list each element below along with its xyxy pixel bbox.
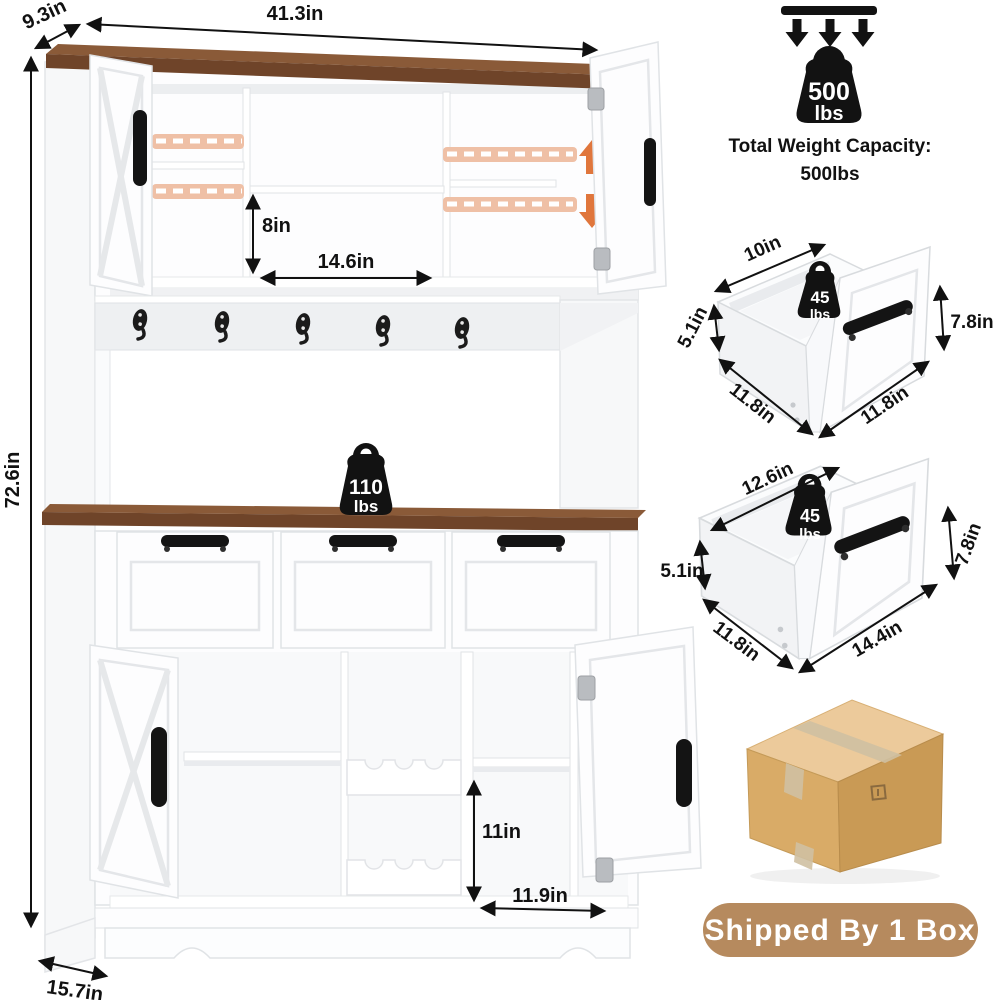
hutch-shelf-middle — [249, 185, 445, 194]
coat-hook-icon — [454, 317, 470, 349]
coat-hooks — [132, 309, 470, 349]
lower-shelf-width-label: 11.9in — [512, 885, 568, 907]
hutch-divider-right — [442, 91, 451, 299]
capacity-amount: 500lbs — [800, 164, 859, 185]
base-board — [94, 907, 639, 929]
coat-hook-icon — [295, 313, 311, 345]
large-drawer-weight-value: 45 — [800, 506, 820, 526]
lower-right-shelf-shadow — [473, 767, 570, 772]
door-handle-icon — [676, 739, 692, 807]
coat-hook-icon — [214, 311, 230, 343]
drawer-front — [280, 531, 446, 649]
drawer-handle-icon — [497, 535, 565, 552]
cabinet-left-side-panel — [44, 53, 96, 951]
small-drawer-weight-value: 45 — [811, 288, 830, 307]
hinge-icon — [593, 247, 611, 271]
drawer-handle-icon — [329, 535, 397, 552]
drawer-handle-icon — [161, 535, 229, 552]
right-column-shading — [560, 303, 638, 351]
lower-right-door — [574, 626, 702, 883]
box-tape-top — [793, 721, 902, 763]
hook-rail — [94, 302, 561, 351]
shipped-by-badge: Shipped By 1 Box — [703, 903, 978, 957]
small-drawer-diagram: 45 lbs 10in 5.1in 7.8in 11.8in 11.8in — [674, 232, 994, 439]
top-depth-dimension-label: 9.3in — [19, 0, 70, 34]
cabinet-illustration: 110 lbs — [42, 41, 702, 973]
hinge-icon — [595, 857, 614, 883]
wine-rack — [346, 759, 462, 896]
badge-pill — [703, 903, 978, 957]
coat-hook-icon — [375, 315, 391, 347]
base-depth-dimension-label: 15.7in — [45, 976, 104, 1000]
hinge-icon — [577, 675, 596, 701]
door-handle-icon — [133, 110, 147, 186]
wine-rack-rail — [346, 859, 462, 896]
drawer-inset — [129, 560, 261, 632]
hutch-shelf-right — [449, 179, 557, 188]
drawer-front — [116, 531, 274, 649]
box-right-face — [837, 733, 944, 873]
counter-weight-unit: lbs — [354, 497, 379, 516]
down-arrows-icon — [785, 19, 875, 47]
hutch-shelf-left-cubby — [149, 161, 245, 170]
small-drawer-inner-height-label: 5.1in — [674, 303, 712, 351]
right-support-column — [559, 299, 639, 509]
lower-divider-right — [460, 651, 474, 899]
hutch-left-barn-door — [89, 54, 153, 297]
lower-right-shelf — [472, 757, 571, 768]
hutch-right-door — [587, 41, 667, 295]
large-drawer-weight-unit: lbs — [799, 526, 821, 543]
small-drawer-width-label: 10in — [741, 232, 784, 267]
drawer-front-row — [116, 531, 611, 649]
weight-icon: 500 lbs — [796, 46, 862, 125]
hinge-icon — [587, 87, 605, 111]
box-tape-front — [784, 763, 804, 800]
door-handle-icon — [644, 138, 656, 206]
capacity-icon-value: 500 — [808, 78, 850, 106]
hutch-wood-top-front — [46, 54, 636, 90]
fragile-icon — [870, 784, 887, 801]
left-support-column — [94, 349, 111, 511]
small-drawer-weight-unit: lbs — [810, 306, 830, 322]
shipping-box-illustration — [745, 699, 945, 884]
door-handle-icon — [151, 727, 167, 807]
large-drawer-front-height-label: 7.8in — [952, 520, 987, 568]
capacity-icon-unit: lbs — [815, 103, 844, 125]
lower-left-barn-door — [89, 644, 179, 899]
press-bar — [781, 6, 877, 15]
hutch-interior-top-shadow — [110, 84, 638, 94]
drawer-inset — [293, 560, 433, 632]
top-width-dimension-label: 41.3in — [267, 3, 324, 25]
hutch-shelf-height-label: 8in — [262, 215, 291, 237]
adjustable-shelf-strips — [152, 134, 577, 212]
large-drawer-inner-height-label: 5.1in — [660, 561, 703, 582]
hutch-shelf-width-label: 14.6in — [318, 251, 375, 273]
total-weight-capacity-block: 500 lbs Total Weight Capacity: 500lbs — [728, 6, 932, 185]
counter-wood-front — [42, 512, 638, 531]
coat-hook-icon — [132, 309, 148, 341]
badge-label: Shipped By 1 Box — [704, 914, 975, 947]
counter-weight-value: 110 — [349, 476, 383, 499]
drawer-front — [451, 531, 611, 649]
lower-left-shelf — [183, 751, 342, 762]
small-drawer-front-height-label: 7.8in — [950, 312, 993, 333]
base-plinth — [104, 927, 631, 959]
lower-shelf-height-label: 11in — [482, 821, 521, 843]
lower-left-shelf-shadow — [184, 761, 341, 766]
wine-rack-rail — [346, 759, 462, 796]
box-tape-bottom — [794, 842, 814, 870]
hutch-divider-left — [242, 87, 251, 299]
large-drawer-diagram: 45 lbs 12.6in 5.1in 7.8in 11.8in 14.4in — [660, 457, 987, 674]
height-dimension-label: 72.6in — [2, 452, 24, 509]
capacity-title: Total Weight Capacity: — [728, 136, 931, 157]
drawer-inset — [464, 560, 598, 632]
counter-weight-icon: 110 lbs — [339, 443, 393, 516]
